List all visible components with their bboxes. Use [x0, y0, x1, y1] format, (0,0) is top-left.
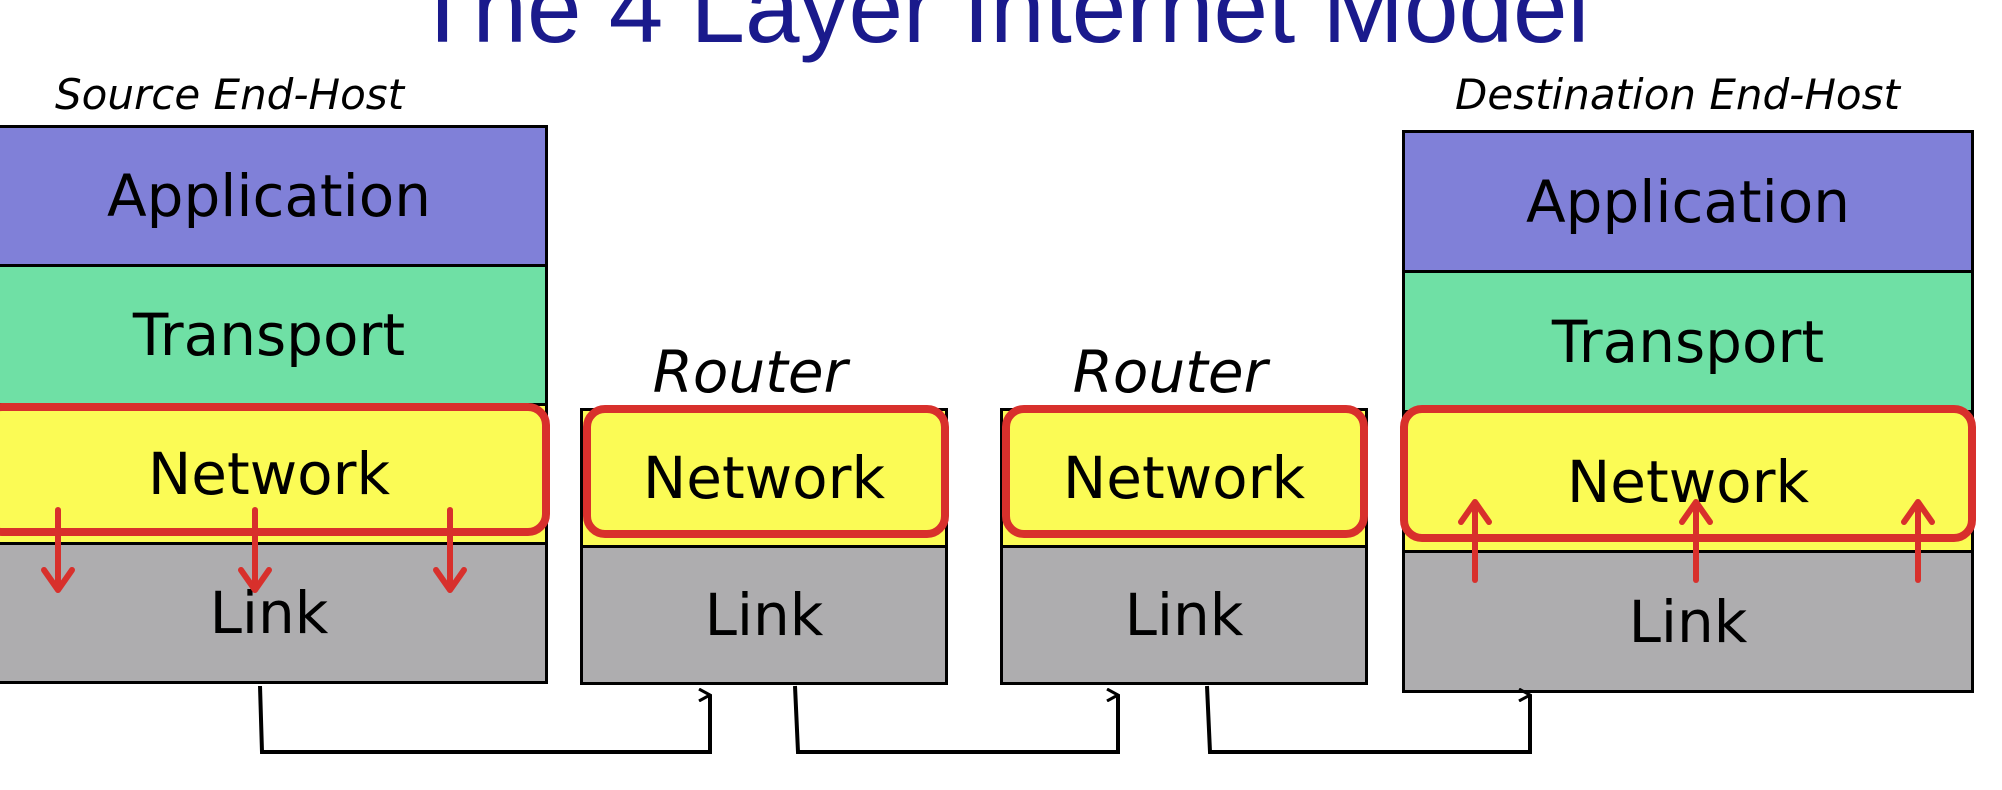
router-2-network-highlight	[1002, 405, 1368, 538]
link-connector-router-2-to-destination	[1205, 685, 1532, 754]
router-1-network-highlight	[583, 405, 949, 538]
destination-application-layer: Application	[1402, 130, 1974, 273]
source-transport-layer: Transport	[0, 264, 548, 406]
link-connector-source-to-router-1	[258, 685, 712, 754]
source-link-layer: Link	[0, 542, 548, 684]
down-arrow-2	[238, 507, 272, 593]
destination-host-label: Destination End-Host	[1455, 70, 1900, 119]
destination-network-highlight	[1400, 405, 1976, 542]
down-arrow-3	[433, 507, 467, 593]
link-connector-router-1-to-router-2	[793, 685, 1120, 754]
destination-transport-layer: Transport	[1402, 270, 1974, 413]
source-network-highlight	[0, 403, 550, 536]
router-1-label: Router	[652, 338, 848, 406]
source-application-layer: Application	[0, 125, 548, 267]
destination-link-layer: Link	[1402, 550, 1974, 693]
up-arrow-1	[1458, 499, 1492, 583]
router-1-link-layer: Link	[580, 545, 948, 685]
up-arrow-3	[1901, 499, 1935, 583]
router-2-link-layer: Link	[1000, 545, 1368, 685]
router-2-label: Router	[1072, 338, 1268, 406]
source-host-label: Source End-Host	[55, 70, 405, 119]
slide-title: The 4 Layer Internet Model	[412, 0, 1590, 63]
up-arrow-2	[1679, 499, 1713, 583]
down-arrow-1	[41, 507, 75, 593]
router-1-network-layer: Network	[580, 408, 948, 548]
